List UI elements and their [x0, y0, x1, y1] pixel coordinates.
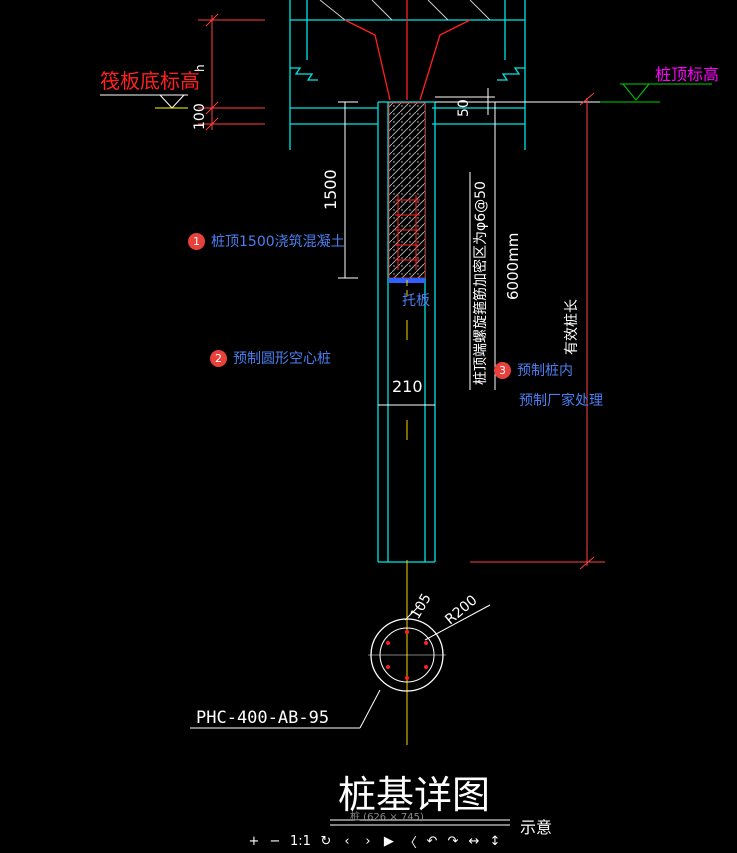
annotation-badge: 3: [494, 361, 511, 379]
undo-icon[interactable]: ↶: [426, 833, 438, 849]
dim-1500-label: 1500: [321, 169, 340, 210]
drawing-title: 桩基详图: [338, 773, 490, 817]
tuoban-label: 托板: [402, 293, 430, 309]
annotation-3[interactable]: 3 预制桩内: [494, 360, 573, 380]
dim-50-label: 50: [456, 99, 472, 117]
annotation-2[interactable]: 2 预制圆形空心桩: [210, 348, 331, 368]
flip-horizontal-button[interactable]: ↔: [468, 833, 480, 849]
annotation-text: 预制圆形空心桩: [233, 351, 331, 367]
dim-h-label: h: [193, 64, 207, 72]
title-note: 示意: [520, 818, 552, 837]
left-dim: [198, 13, 265, 131]
pile-code: PHC-400-AB-95: [196, 708, 329, 728]
dim-1500: [338, 101, 358, 279]
title-underline: [330, 819, 510, 826]
dim-50: [435, 88, 600, 115]
flip-vertical-button[interactable]: ↕: [489, 833, 501, 849]
next-button[interactable]: ›: [365, 833, 371, 849]
dim-105-label: 105: [408, 591, 435, 622]
slab-hatch: [319, 0, 491, 21]
rebar-note: 桩顶端螺旋箍筋加密区为φ6@50: [472, 181, 489, 385]
prev-button[interactable]: ‹: [344, 833, 350, 849]
effective-length-label: 有效桩长: [563, 299, 580, 355]
rotate-button[interactable]: ↻: [320, 833, 332, 849]
raft-elevation-symbol: [100, 94, 188, 109]
annotation-badge: 2: [210, 349, 227, 367]
image-caption: 桩 (626 × 745): [350, 812, 424, 823]
dim-r200-label: R200: [442, 592, 480, 628]
annotation-text: 预制桩内: [517, 363, 573, 379]
dim-6000-label: 6000mm: [504, 233, 522, 300]
dim-210-label: 210: [392, 377, 423, 396]
zoom-out-button[interactable]: −: [269, 833, 281, 849]
dim-100-label: 100: [192, 103, 208, 130]
annotation-1[interactable]: 1 桩顶1500浇筑混凝土: [188, 231, 345, 251]
zoom-in-button[interactable]: +: [248, 833, 260, 849]
redo-icon[interactable]: ↷: [447, 833, 459, 849]
annotation-badge: 1: [188, 232, 205, 250]
factory-label: 预制厂家处理: [519, 393, 603, 409]
dim-6000: [469, 102, 496, 390]
back-button[interactable]: 〈: [403, 835, 417, 851]
play-button[interactable]: ▶: [383, 833, 394, 849]
viewer-toolbar: + − 1:1 ↻ ‹ › ▶ 〈 ↶ ↷ ↔ ↕: [248, 829, 501, 853]
actual-size-button[interactable]: 1:1: [290, 833, 311, 849]
annotation-text: 桩顶1500浇筑混凝土: [211, 234, 345, 250]
pile-top-label: 桩顶标高: [655, 65, 719, 84]
raft-bottom-label: 筏板底标高: [100, 69, 200, 93]
concrete-fill: [388, 102, 426, 283]
pile-top-elevation-symbol: [600, 83, 712, 103]
pile-cross-section: [190, 604, 491, 729]
dim-effective-length: [470, 92, 605, 570]
anchor-bars: [344, 0, 471, 101]
